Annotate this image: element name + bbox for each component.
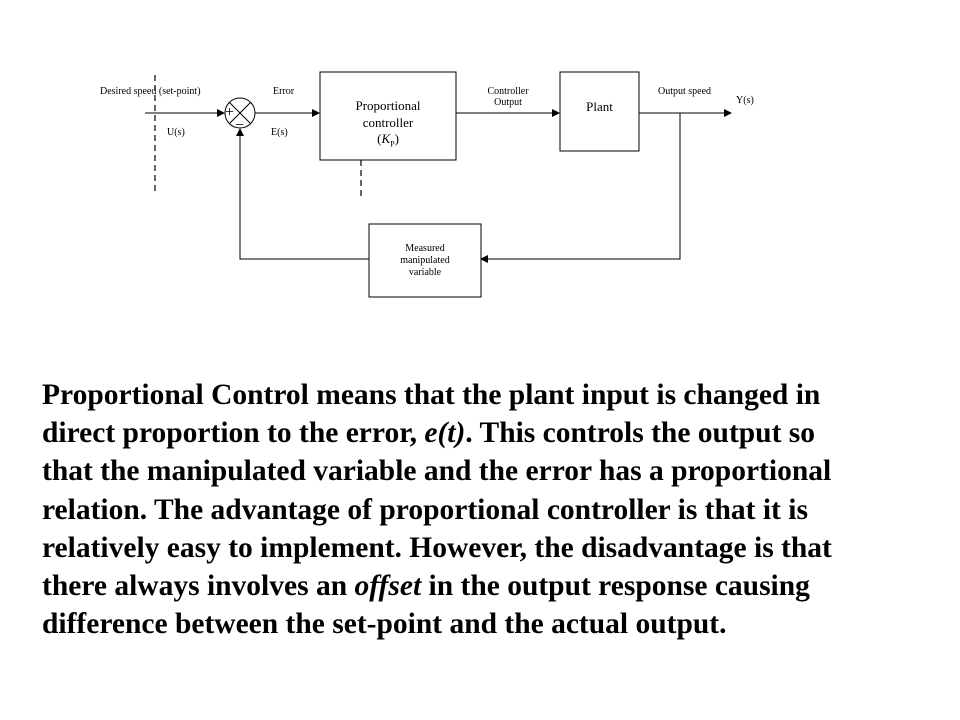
feedback-line2: manipulated [400, 255, 450, 266]
minus-sign: − [235, 117, 245, 134]
gain-subscript: P [390, 139, 395, 149]
controller-output-label-line2: Output [494, 97, 522, 108]
desired-speed-label: Desired speed (set-point) [100, 86, 201, 97]
proportional-controller-block [319, 71, 457, 161]
u-s-label: U(s) [167, 127, 185, 138]
paragraph-line-6-b: in the output response causing [421, 570, 810, 603]
paragraph-line-6: there always involves an offset in the o… [42, 567, 942, 605]
plant-block [559, 71, 640, 152]
error-function-text: e(t) [424, 417, 466, 450]
paragraph-line-5: relatively easy to implement. However, t… [42, 531, 832, 564]
feedback-path-to-junction [236, 128, 369, 260]
controller-output-label-line1: Controller [487, 86, 529, 97]
controller-block-text: Proportional controller (KP) [320, 98, 456, 153]
summing-junction [224, 97, 256, 129]
explanation-paragraph: Proportional Control means that the plan… [42, 376, 942, 643]
paragraph-line-7: difference between the set-point and the… [42, 608, 727, 641]
feedback-block-text: Measured manipulated variable [369, 243, 481, 279]
plus-sign: + [225, 104, 235, 121]
controller-output-label: Controller Output [478, 86, 538, 108]
paragraph-line-2: direct proportion to the error, e(t). Th… [42, 414, 942, 452]
y-s-label: Y(s) [736, 95, 754, 106]
controller-gain: (KP) [377, 131, 399, 149]
output-speed-label: Output speed [658, 86, 712, 97]
plant-label: Plant [586, 99, 613, 114]
e-s-label: E(s) [271, 127, 288, 138]
feedback-path-to-block [480, 113, 681, 263]
paragraph-line-2-a: direct proportion to the error, [42, 417, 425, 450]
gain-symbol: K [381, 131, 391, 146]
feedback-line1: Measured [405, 243, 445, 254]
block-diagram [145, 71, 732, 298]
error-label: Error [273, 86, 295, 97]
paragraph-line-2-b: . This controls the output so [465, 417, 816, 450]
controller-line1: Proportional [355, 98, 421, 113]
feedback-block [368, 223, 482, 298]
paragraph-line-6-a: there always involves an [42, 570, 355, 603]
paragraph-line-1: Proportional Control means that the plan… [42, 379, 821, 411]
paragraph-line-4: relation. The advantage of proportional … [42, 493, 808, 526]
feedback-line3: variable [408, 267, 442, 278]
controller-line2: controller [362, 114, 414, 130]
offset-text: offset [354, 570, 422, 603]
paragraph-line-3: that the manipulated variable and the er… [42, 455, 832, 488]
